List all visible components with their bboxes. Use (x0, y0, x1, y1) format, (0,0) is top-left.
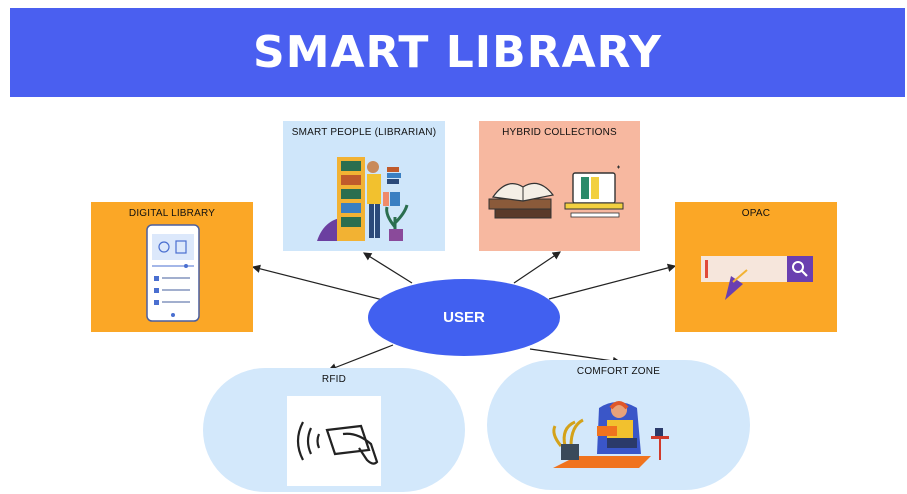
link-to-rfid (327, 344, 394, 372)
node-rfid: RFID (203, 368, 465, 492)
tablet-illustration (146, 224, 200, 322)
reading-chair-illustration (552, 401, 669, 468)
node-label: OPAC (741, 208, 771, 219)
search-bar-illustration (701, 256, 813, 300)
node-label: RFID (321, 374, 347, 385)
node-label: DIGITAL LIBRARY (128, 208, 216, 219)
books-and-laptop-illustration (488, 165, 624, 219)
node-label: COMFORT ZONE (576, 366, 661, 377)
node-label: HYBRID COLLECTIONS (502, 127, 617, 138)
node-label: SMART PEOPLE (LIBRARIAN) (291, 127, 437, 138)
title-banner: SMART LIBRARY (10, 8, 905, 97)
user-label: USER (443, 309, 485, 326)
link-to-hybrid-collections (513, 251, 561, 284)
user-node: USER (368, 279, 560, 356)
node-smart-people: SMART PEOPLE (LIBRARIAN) (283, 121, 445, 251)
diagram-title: SMART LIBRARY (253, 27, 662, 78)
link-to-smart-people (362, 252, 413, 284)
node-digital-library: DIGITAL LIBRARY (91, 202, 253, 332)
link-to-opac (548, 263, 677, 300)
node-opac: OPAC (675, 202, 837, 332)
link-to-digital-library (251, 264, 384, 301)
rfid-tap-icon (296, 421, 379, 465)
link-to-comfort-zone (529, 348, 622, 366)
node-hybrid-collections: HYBRID COLLECTIONS (479, 121, 640, 251)
librarian-illustration (317, 157, 409, 241)
rfid-card-frame (287, 396, 381, 486)
node-comfort-zone: COMFORT ZONE (487, 360, 750, 490)
